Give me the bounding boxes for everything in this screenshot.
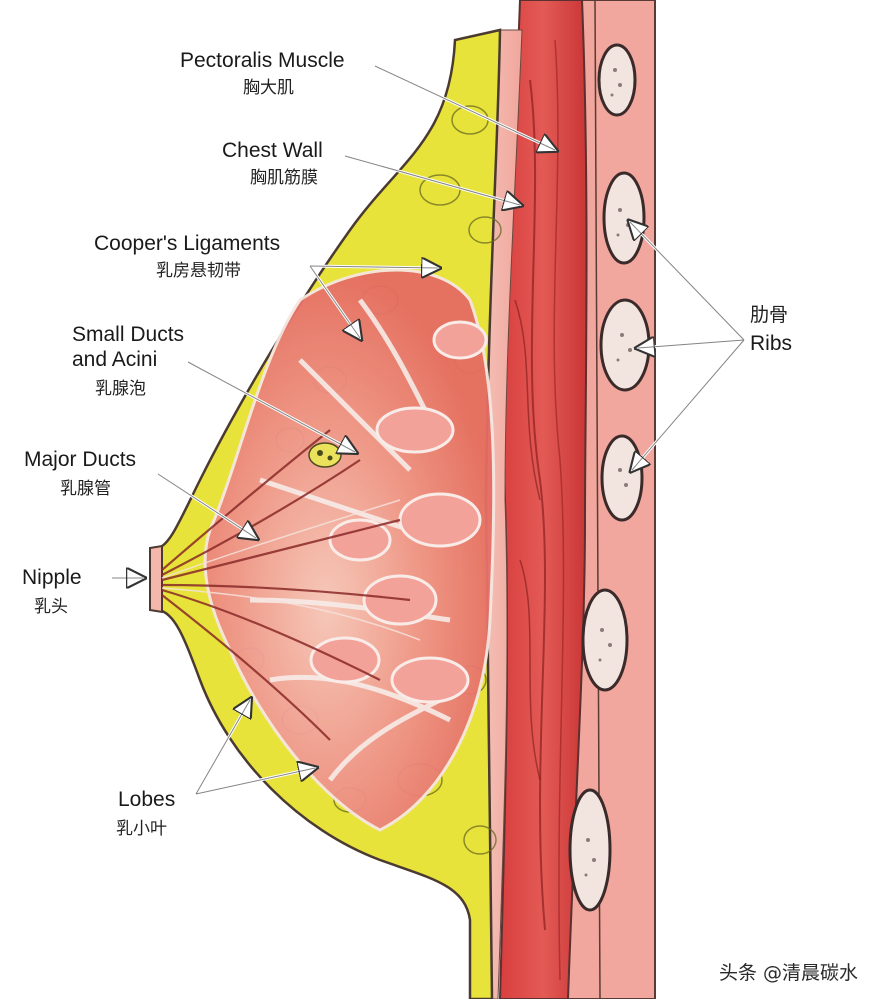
acini-cluster [308,442,342,468]
rib-4 [600,434,644,522]
label-small-ducts-en-2: and Acini [72,348,158,371]
watermark: 头条 @清晨碳水 [718,962,858,984]
label-chest-wall-zh: 胸肌筋膜 [250,168,318,188]
label-coopers-en: Cooper's Ligaments [94,232,281,255]
label-ribs-en: Ribs [750,332,793,355]
rib-6 [568,788,612,912]
rib-5 [581,588,629,692]
rib-3 [599,298,651,392]
label-nipple-en: Nipple [22,566,82,589]
rib-1 [597,43,637,117]
label-lobes-en: Lobes [118,788,176,811]
label-nipple-zh: 乳头 [34,597,68,617]
label-pectoralis-en: Pectoralis Muscle [180,49,345,72]
label-coopers-zh: 乳房悬韧带 [156,261,241,281]
label-major-ducts-en: Major Ducts [24,448,137,471]
rib-2 [602,171,646,265]
label-pectoralis-zh: 胸大肌 [243,78,294,98]
label-lobes-zh: 乳小叶 [116,819,167,839]
label-ribs-zh: 肋骨 [750,304,789,326]
label-small-ducts-en-1: Small Ducts [72,323,185,346]
ribs [568,43,651,912]
label-major-ducts-zh: 乳腺管 [60,479,111,499]
label-chest-wall-en: Chest Wall [222,139,323,162]
label-small-ducts-zh: 乳腺泡 [95,379,146,399]
glandular-tissue [161,268,496,832]
